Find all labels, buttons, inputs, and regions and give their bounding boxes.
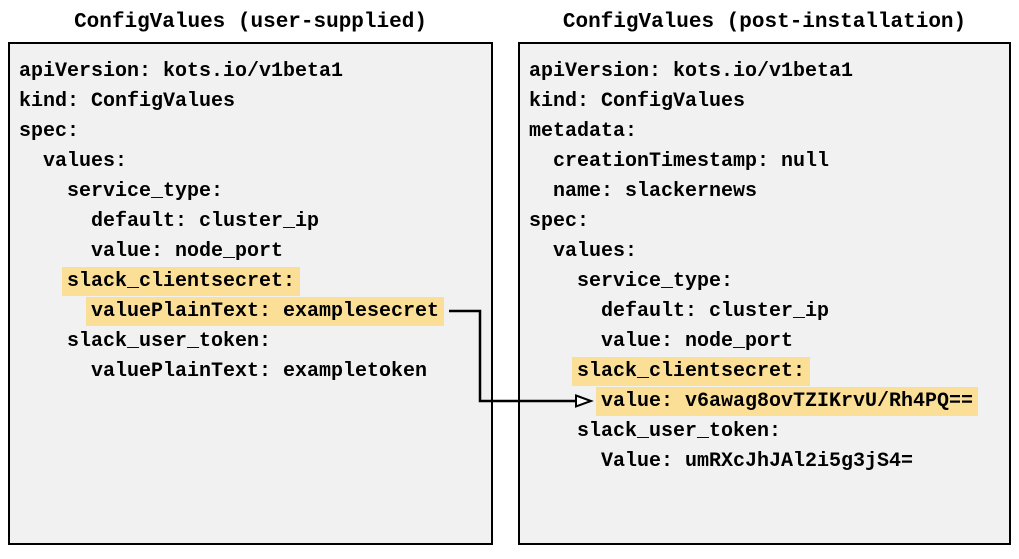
- yaml-line: value: node_port: [529, 327, 1000, 357]
- highlighted-yaml-text: value: v6awag8ovTZIKrvU/Rh4PQ==: [596, 387, 979, 416]
- yaml-text: metadata:: [529, 120, 638, 143]
- yaml-line: service_type:: [19, 177, 482, 207]
- yaml-text: apiVersion: kots.io/v1beta1: [19, 60, 344, 83]
- yaml-line-highlighted: slack_clientsecret:: [19, 267, 482, 297]
- yaml-text: apiVersion: kots.io/v1beta1: [529, 60, 854, 83]
- yaml-line: spec:: [19, 117, 482, 147]
- yaml-text: slack_user_token:: [577, 420, 782, 443]
- yaml-text: creationTimestamp: null: [553, 150, 830, 173]
- yaml-text: spec:: [19, 120, 80, 143]
- yaml-text: default: cluster_ip: [91, 210, 320, 233]
- yaml-line: slack_user_token:: [529, 417, 1000, 447]
- yaml-line-highlighted: value: v6awag8ovTZIKrvU/Rh4PQ==: [529, 387, 1000, 417]
- yaml-line: service_type:: [529, 267, 1000, 297]
- yaml-text: values:: [43, 150, 128, 173]
- yaml-text: valuePlainText: exampletoken: [91, 360, 428, 383]
- yaml-text: values:: [553, 240, 638, 263]
- yaml-line: kind: ConfigValues: [19, 87, 482, 117]
- yaml-line: valuePlainText: exampletoken: [19, 357, 482, 387]
- highlighted-yaml-text: valuePlainText: examplesecret: [86, 297, 445, 326]
- yaml-line-highlighted: valuePlainText: examplesecret: [19, 297, 482, 327]
- yaml-line: default: cluster_ip: [19, 207, 482, 237]
- yaml-text: default: cluster_ip: [601, 300, 830, 323]
- yaml-text: kind: ConfigValues: [19, 90, 236, 113]
- yaml-line: kind: ConfigValues: [529, 87, 1000, 117]
- user-supplied-panel-title: ConfigValues (user-supplied): [74, 11, 427, 34]
- yaml-line: slack_user_token:: [19, 327, 482, 357]
- yaml-line: apiVersion: kots.io/v1beta1: [529, 57, 1000, 87]
- yaml-line: creationTimestamp: null: [529, 147, 1000, 177]
- yaml-text: spec:: [529, 210, 590, 233]
- highlighted-yaml-text: slack_clientsecret:: [62, 267, 301, 296]
- yaml-text: value: node_port: [91, 240, 284, 263]
- yaml-line: spec:: [529, 207, 1000, 237]
- yaml-text: Value: umRXcJhJAl2i5g3jS4=: [601, 450, 914, 473]
- yaml-line: Value: umRXcJhJAl2i5g3jS4=: [529, 447, 1000, 477]
- user-supplied-config-panel: apiVersion: kots.io/v1beta1 kind: Config…: [8, 42, 493, 545]
- yaml-line-highlighted: slack_clientsecret:: [529, 357, 1000, 387]
- post-installation-panel-title: ConfigValues (post-installation): [562, 11, 967, 34]
- post-installation-config-panel: apiVersion: kots.io/v1beta1 kind: Config…: [518, 42, 1011, 545]
- yaml-text: name: slackernews: [553, 180, 758, 203]
- yaml-text: kind: ConfigValues: [529, 90, 746, 113]
- yaml-line: values:: [19, 147, 482, 177]
- yaml-line: name: slackernews: [529, 177, 1000, 207]
- yaml-text: slack_user_token:: [67, 330, 272, 353]
- yaml-line: values:: [529, 237, 1000, 267]
- yaml-line: metadata:: [529, 117, 1000, 147]
- yaml-text: service_type:: [67, 180, 224, 203]
- yaml-line: apiVersion: kots.io/v1beta1: [19, 57, 482, 87]
- yaml-text: value: node_port: [601, 330, 794, 353]
- yaml-line: value: node_port: [19, 237, 482, 267]
- yaml-text: service_type:: [577, 270, 734, 293]
- highlighted-yaml-text: slack_clientsecret:: [572, 357, 811, 386]
- yaml-line: default: cluster_ip: [529, 297, 1000, 327]
